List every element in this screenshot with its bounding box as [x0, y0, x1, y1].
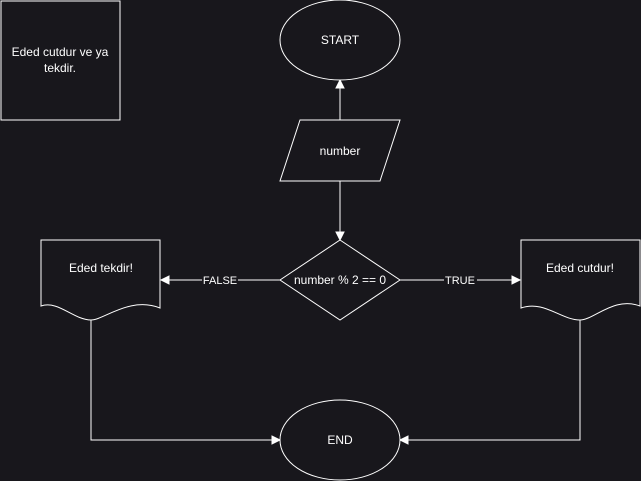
arrowhead-false [159, 275, 170, 285]
note-box[interactable]: Eded cutdur ve ya tekdir. [0, 0, 121, 121]
end-node-shape [279, 399, 401, 481]
note-text-line1: Eded cutdur ve ya [12, 45, 109, 59]
note-text-line2: tekdir. [44, 61, 76, 75]
edge-label-false-text: FALSE [203, 275, 237, 287]
end-node-label: END [327, 433, 353, 447]
end-node[interactable]: END [279, 399, 401, 481]
edge-even-to-end[interactable] [406, 320, 581, 441]
even-output-node-shape [520, 239, 641, 321]
odd-output-node-label: Eded tekdir! [69, 261, 133, 275]
arrowhead-true [511, 275, 522, 285]
even-output-node-label: Eded cutdur! [546, 261, 614, 275]
edge-label-true-bg [444, 273, 477, 287]
edge-label-false-bg [202, 273, 238, 287]
edge-label-true-text: TRUE [445, 275, 475, 287]
odd-output-node-shape [40, 239, 161, 321]
even-output-node[interactable]: Eded cutdur! [520, 239, 641, 321]
edge-label-false: FALSE [202, 273, 238, 287]
arrowhead-start [335, 78, 345, 89]
arrowhead-end-left [271, 435, 282, 445]
arrowhead-decision [335, 231, 345, 242]
start-node[interactable]: START [279, 0, 401, 81]
decision-node[interactable]: number % 2 == 0 [279, 239, 401, 321]
start-node-shape [279, 0, 401, 81]
edge-label-true: TRUE [444, 273, 477, 287]
decision-node-label: number % 2 == 0 [294, 273, 386, 287]
arrowhead-end-right [398, 435, 409, 445]
decision-node-shape [279, 239, 401, 321]
input-node[interactable]: number [279, 119, 401, 182]
start-node-label: START [321, 33, 360, 47]
input-node-label: number [320, 144, 361, 158]
input-node-shape [279, 119, 401, 182]
note-box-shape [0, 0, 121, 121]
edge-odd-to-end[interactable] [90, 320, 274, 441]
odd-output-node[interactable]: Eded tekdir! [40, 239, 161, 321]
